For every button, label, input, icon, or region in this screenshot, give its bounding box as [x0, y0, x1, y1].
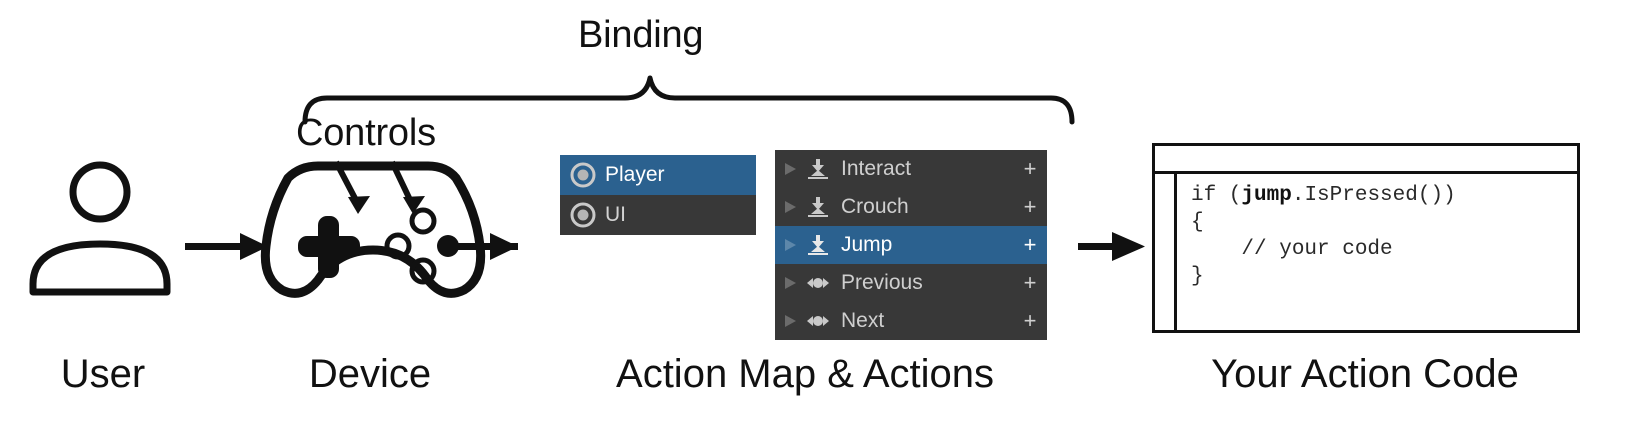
- binding-brace-icon: [302, 75, 1075, 125]
- triangle-right-icon[interactable]: [775, 237, 805, 253]
- code-editor-body: if (jump.IsPressed()) { // your code }: [1155, 174, 1577, 330]
- stage-label-action-map: Action Map & Actions: [616, 352, 994, 396]
- arrow-right-icon-user-device: [185, 233, 268, 260]
- code-editor-titlebar: [1155, 146, 1577, 174]
- code-line-4: }: [1191, 265, 1204, 288]
- axis-1d-icon: [807, 278, 829, 288]
- face-button-bottom: [409, 257, 437, 285]
- user-person-icon: [29, 161, 171, 296]
- action-map-icon: [570, 162, 596, 188]
- action-map-row-player[interactable]: Player: [560, 155, 756, 195]
- axis-1d-icon: [807, 316, 829, 326]
- action-row-jump[interactable]: Jump +: [775, 226, 1047, 264]
- button-press-icon: [808, 197, 828, 217]
- action-row-crouch[interactable]: Crouch +: [775, 188, 1047, 226]
- gamepad-controller-icon: [260, 161, 486, 298]
- actions-panel: Interact + Crouch +: [775, 150, 1047, 340]
- code-line-1-identifier: jump: [1241, 184, 1292, 207]
- stage-label-code: Your Action Code: [1211, 352, 1519, 396]
- triangle-right-icon[interactable]: [775, 275, 805, 291]
- triangle-right-icon[interactable]: [775, 161, 805, 177]
- code-editor-gutter: [1155, 174, 1177, 330]
- face-button-left: [384, 232, 412, 260]
- action-map-label: UI: [605, 203, 626, 226]
- action-map-row-ui[interactable]: UI: [560, 195, 756, 235]
- code-editor-text[interactable]: if (jump.IsPressed()) { // your code }: [1177, 174, 1577, 330]
- add-binding-button[interactable]: +: [1023, 194, 1037, 219]
- arrow-right-icon-actions-code: [1078, 232, 1145, 261]
- action-label: Previous: [841, 271, 923, 294]
- add-binding-button[interactable]: +: [1023, 156, 1037, 181]
- code-line-3: // your code: [1191, 238, 1393, 261]
- action-label: Crouch: [841, 195, 909, 218]
- stage-label-user: User: [60, 352, 146, 396]
- triangle-right-icon[interactable]: [775, 313, 805, 329]
- action-row-previous[interactable]: Previous +: [775, 264, 1047, 302]
- dpad-icon: [298, 216, 360, 278]
- action-label: Interact: [841, 157, 912, 180]
- arrow-right-icon-device-actionmap: [448, 233, 518, 260]
- controls-label: Controls: [296, 112, 436, 154]
- add-binding-button[interactable]: +: [1023, 308, 1037, 333]
- code-editor-window: if (jump.IsPressed()) { // your code }: [1152, 143, 1580, 333]
- add-binding-button[interactable]: +: [1023, 232, 1037, 257]
- triangle-right-icon[interactable]: [775, 199, 805, 215]
- code-line-1-prefix: if (: [1191, 184, 1242, 207]
- action-map-panel: Player UI: [560, 155, 756, 235]
- add-binding-button[interactable]: +: [1023, 270, 1037, 295]
- stage-label-device: Device: [308, 352, 432, 396]
- code-line-1-suffix: .IsPressed()): [1291, 184, 1456, 207]
- action-label: Next: [841, 309, 885, 332]
- action-label: Jump: [841, 233, 893, 256]
- face-button-top: [409, 207, 437, 235]
- action-map-label: Player: [605, 163, 665, 186]
- binding-label: Binding: [578, 14, 704, 56]
- action-row-next[interactable]: Next +: [775, 302, 1047, 340]
- code-line-2: {: [1191, 211, 1204, 234]
- action-row-interact[interactable]: Interact +: [775, 150, 1047, 188]
- action-map-icon: [570, 202, 596, 228]
- button-press-icon: [808, 235, 828, 255]
- button-press-icon: [808, 159, 828, 179]
